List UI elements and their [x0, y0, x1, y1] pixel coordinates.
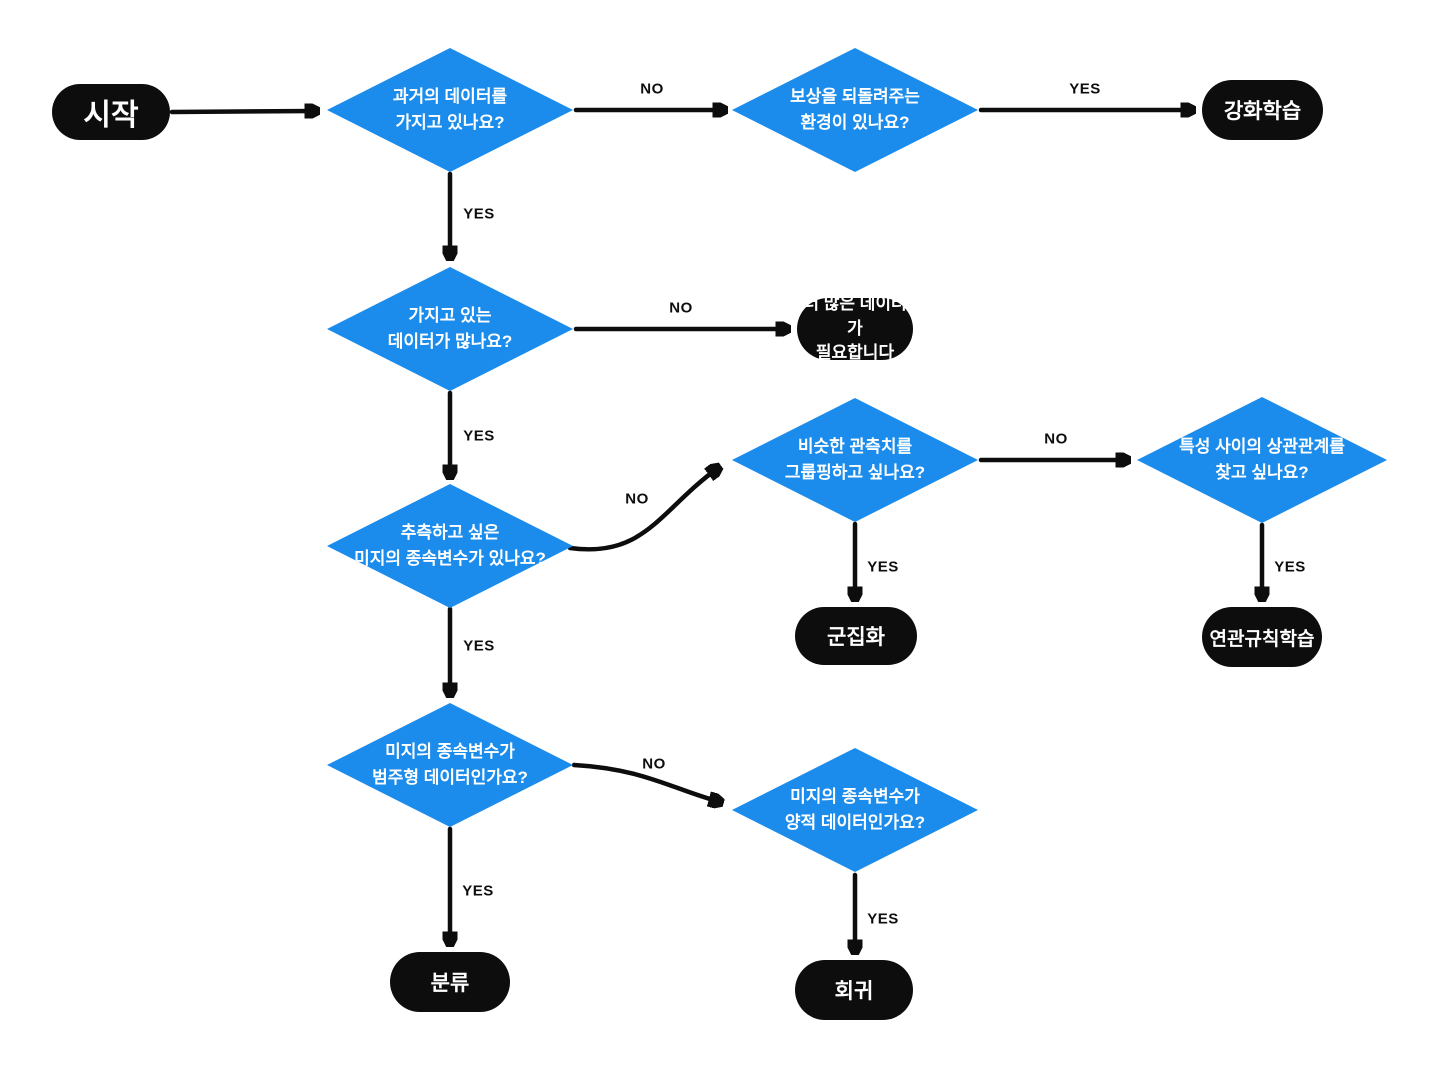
edge-label-group-yes: YES: [867, 558, 899, 576]
edge-label-reward-yes: YES: [1069, 80, 1101, 98]
edge-label-lots-no: NO: [669, 299, 693, 317]
edge-label-unknown-no: NO: [625, 490, 649, 508]
edge-label-past-no: NO: [640, 80, 664, 98]
edge-start-to-past: [169, 111, 316, 112]
edge-label-categorical-no: NO: [642, 755, 666, 773]
result-clustering: 군집화: [795, 607, 917, 665]
start-node: 시작: [52, 84, 170, 140]
result-association-rule-learning: 연관규칙학습: [1202, 607, 1322, 667]
result-regression: 회귀: [795, 960, 913, 1020]
edge-label-past-yes: YES: [463, 205, 495, 223]
edge-label-quantitative-yes: YES: [867, 910, 899, 928]
result-need-more-data: 더 많은 데이터가 필요합니다: [797, 294, 913, 362]
result-classification: 분류: [390, 952, 510, 1012]
edge-categ-no-to-quant: [571, 762, 720, 802]
edge-label-categorical-yes: YES: [462, 882, 494, 900]
result-reinforcement-learning: 강화학습: [1202, 80, 1323, 140]
edge-label-corr-yes: YES: [1274, 558, 1306, 576]
edge-label-lots-yes: YES: [463, 427, 495, 445]
edge-label-unknown-yes: YES: [463, 637, 495, 655]
edge-unknown-no-to-group: [567, 468, 718, 552]
edge-label-group-no: NO: [1044, 430, 1068, 448]
